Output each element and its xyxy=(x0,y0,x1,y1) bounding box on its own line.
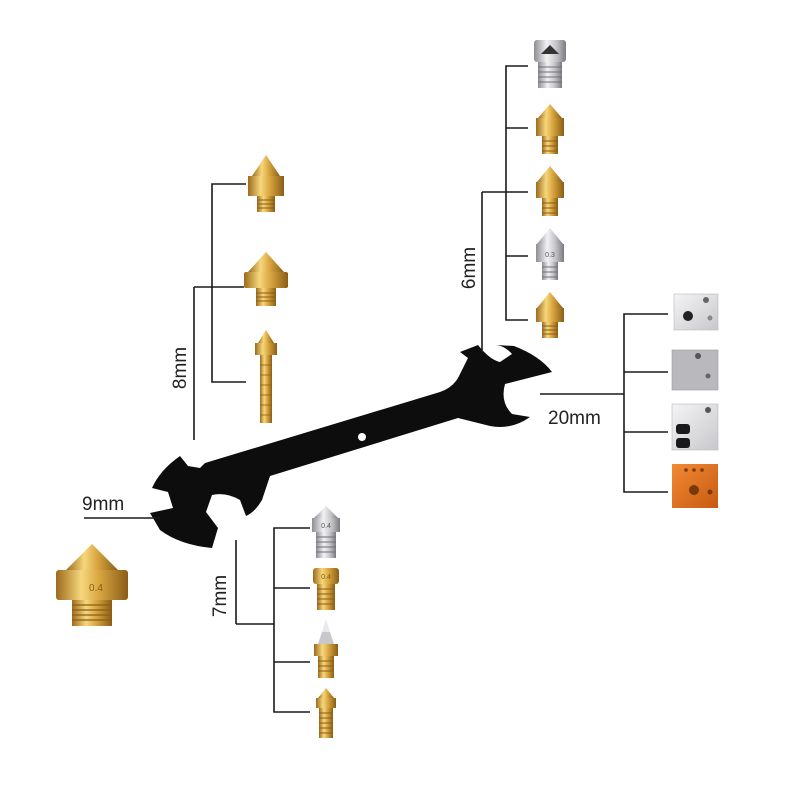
steel-nozzle xyxy=(534,40,566,88)
group-7mm: 7mm 0.4 0.4 xyxy=(210,506,340,738)
steel-nozzle-marking: 0.3 xyxy=(545,252,555,259)
brass-nozzle xyxy=(244,252,288,306)
steel-7mm-marking: 0.4 xyxy=(321,523,331,530)
label-7mm: 7mm xyxy=(210,575,231,617)
brass-7mm-marking: 0.4 xyxy=(321,574,331,581)
long-brass-nozzle xyxy=(255,330,277,423)
large-brass-nozzle: 0.4 xyxy=(56,544,128,626)
label-9mm: 9mm xyxy=(82,494,124,515)
aluminum-heater-block xyxy=(671,403,719,451)
pointed-brass-nozzle xyxy=(314,620,338,678)
label-20mm: 20mm xyxy=(548,408,601,429)
group-8mm: 8mm xyxy=(170,155,288,440)
group-20mm: 20mm xyxy=(540,293,719,508)
label-6mm: 6mm xyxy=(459,247,480,289)
brass-nozzle xyxy=(248,155,284,212)
group-9mm: 9mm 0.4 xyxy=(56,494,160,626)
wrench-hole xyxy=(358,433,366,441)
brass-nozzle xyxy=(536,292,564,338)
brass-nozzle xyxy=(316,688,336,738)
brass-nozzle: 0.4 xyxy=(313,568,339,610)
steel-nozzle: 0.4 xyxy=(312,506,340,558)
steel-nozzle: 0.3 xyxy=(536,228,564,280)
wrench-body xyxy=(150,345,552,548)
orange-heater-block xyxy=(672,464,718,508)
aluminum-heater-block xyxy=(673,293,719,331)
large-nozzle-marking: 0.4 xyxy=(89,583,103,594)
wrench xyxy=(150,345,552,548)
aluminum-heater-block xyxy=(671,349,719,391)
group-6mm: 6mm 0.3 xyxy=(459,40,566,352)
label-8mm: 8mm xyxy=(170,347,191,389)
brass-nozzle xyxy=(536,166,564,216)
brass-nozzle xyxy=(536,104,564,154)
